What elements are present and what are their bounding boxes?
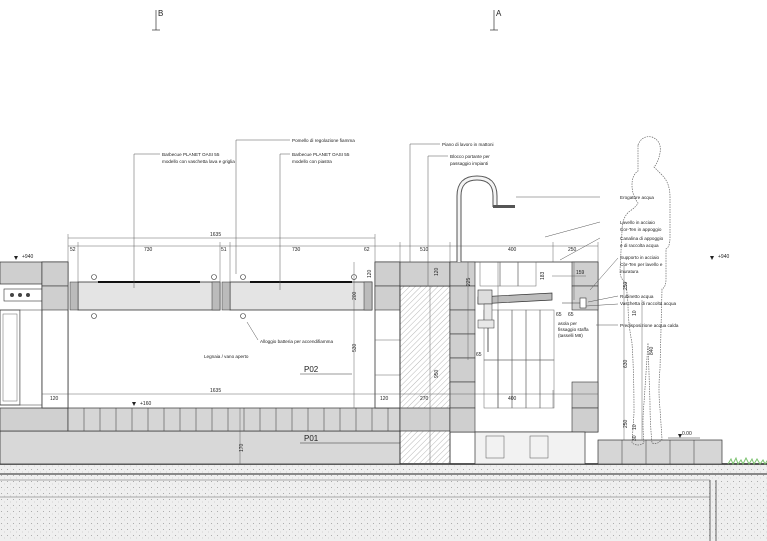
level-ground: 0.00 [682,431,692,437]
soil-hatch [0,464,767,541]
steel-sink [477,289,587,352]
label-channel-1: Canalina di appoggio [620,236,664,241]
dim-62: 62 [364,247,370,253]
label-tap: Rubinetto acqua [620,294,654,299]
label-channel-2: e di raccolta acqua [620,243,659,248]
label-tray: Vaschetta di raccolta acqua [620,301,677,306]
label-sink-1: Lavello in acciaio [620,220,655,225]
dim-51: 51 [221,247,227,253]
label-knob: Pomello di regolazione fiamma [292,138,355,143]
dim-v183: 183 [540,271,546,280]
label-worktop: Piano di lavoro in mattoni [442,142,494,147]
dimension-texts: 1635 52 730 51 730 62 510 400 250 1635 1… [50,232,655,452]
level-top-right: +940 [718,254,729,260]
dim-v530: 530 [352,343,358,352]
dim-400: 400 [508,247,517,253]
section-marker-a: A [490,9,502,31]
plan-p02: P02 [304,365,319,374]
dim-v250: 250 [623,281,629,290]
plan-labels: P02 P01 [300,365,400,444]
section-letter-a: A [496,9,502,18]
dim-730b: 730 [292,247,301,253]
barbecue-lava [69,274,221,319]
dim-510: 510 [420,247,429,253]
brick-column-middle [374,261,401,409]
dim-h65b: 65 [568,312,574,318]
dim-52: 52 [70,247,76,253]
dim-v65: 65 [476,352,482,358]
dim-v950: 950 [434,369,440,378]
annotation-texts: Barbecue PLANET OASI 55 modello con vasc… [162,138,679,359]
dim-bottom-total: 1635 [210,388,221,394]
brick-column-left [41,261,69,409]
dim-v170: 170 [239,443,245,452]
label-sink-2: Cor-Ten in appoggio [620,227,662,232]
barbecue-plate [221,274,373,319]
dim-v630: 630 [623,359,629,368]
dim-v120: 120 [367,269,373,278]
dim-h65a: 65 [556,312,562,318]
label-woodshed: Legnaia / vano aperto [204,354,249,359]
label-support-2: Cor-Ten per lavello e [620,262,663,267]
dim-b270: 270 [420,396,429,402]
sink-wall [449,261,599,465]
label-battery: Alloggio batteria per accendifiamma [260,339,333,344]
dim-v159: 159 [576,270,585,276]
label-bbq-plate-2: modello con piastra [292,159,332,164]
dim-v200: 200 [352,291,358,300]
dim-730a: 730 [144,247,153,253]
label-bracket-3: (tasselli M8) [558,333,583,338]
label-support-3: muratura [620,269,639,274]
dim-v120c: 120 [434,267,440,276]
dim-b120b: 120 [380,396,389,402]
annotation-leaders [133,139,619,341]
dim-v250b: 250 [623,419,629,428]
label-hot-water: Predisposizione acqua calda [620,323,679,328]
label-bbq-lava-1: Barbecue PLANET OASI 55 [162,152,220,157]
dimension-lines [41,234,643,464]
label-block-1: Blocco portante per [450,154,490,159]
section-marker-b: B [152,9,163,31]
lower-brick-row [67,407,401,432]
dim-v840: 840 [649,346,655,355]
dim-b400: 400 [508,396,517,402]
dim-v30: 30 [632,435,638,441]
plan-p01: P01 [304,434,319,443]
level-markers: +940 +940 +160 0.00 [14,254,729,439]
dim-b120a: 120 [50,396,59,402]
label-bracket-2: fissaggio staffa [558,327,589,332]
label-bracket-1: asola per [558,321,577,326]
dim-v10b: 10 [632,424,638,430]
label-bbq-plate-1: Barbecue PLANET OASI 55 [292,152,350,157]
dim-250: 250 [568,247,577,253]
dim-top-total: 1635 [210,232,221,238]
level-mid: +160 [140,401,151,407]
right-step [597,439,723,465]
slab-left [0,430,401,465]
load-bearing-block [399,261,451,465]
grass [727,456,767,466]
dim-v10: 10 [632,310,638,316]
water-faucet [456,175,515,262]
label-support-1: Supporto in acciaio [620,255,660,260]
label-water-out: Erogatore acqua [620,195,654,200]
label-block-2: passaggio impianti [450,161,488,166]
dim-v225: 225 [466,277,472,286]
label-bbq-lava-2: modello con vaschetta lava e griglia [162,159,235,164]
section-letter-b: B [158,9,163,18]
level-top-left: +940 [22,254,33,260]
human-silhouette [619,136,671,446]
